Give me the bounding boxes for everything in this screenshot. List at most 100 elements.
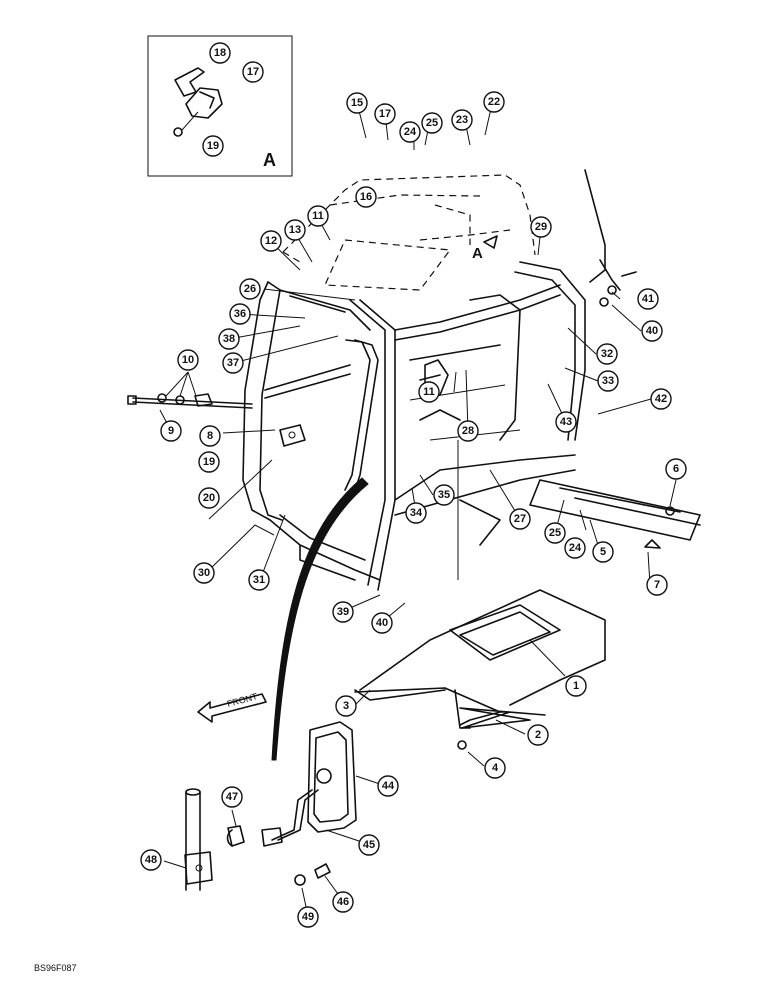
svg-text:38: 38 bbox=[223, 333, 235, 345]
floor-plate bbox=[354, 589, 606, 750]
callout-2: 2 bbox=[527, 724, 549, 746]
callout-43: 43 bbox=[555, 411, 577, 433]
callout-12: 12 bbox=[260, 230, 282, 252]
callout-29: 29 bbox=[530, 216, 552, 238]
callout-4: 4 bbox=[484, 757, 506, 779]
windshield-seal bbox=[271, 477, 369, 761]
callout-16: 17 bbox=[374, 103, 396, 125]
svg-text:17: 17 bbox=[379, 108, 391, 120]
svg-text:24: 24 bbox=[404, 126, 417, 138]
svg-text:24: 24 bbox=[569, 542, 582, 554]
callout-10: 10 bbox=[177, 349, 199, 371]
svg-text:49: 49 bbox=[302, 911, 314, 923]
callout-40-top: 40 bbox=[641, 320, 663, 342]
drawing-code: BS96F087 bbox=[34, 963, 77, 973]
callout-21: 19 bbox=[202, 135, 224, 157]
callout-36: 36 bbox=[229, 303, 251, 325]
callout-27: 27 bbox=[509, 508, 531, 530]
callout-26: 26 bbox=[239, 278, 261, 300]
callout-35: 35 bbox=[433, 484, 455, 506]
svg-text:23: 23 bbox=[456, 114, 468, 126]
svg-text:37: 37 bbox=[227, 357, 239, 369]
svg-text:36: 36 bbox=[234, 308, 246, 320]
callout-32: 32 bbox=[596, 343, 618, 365]
mirror-assembly bbox=[261, 721, 357, 886]
svg-text:10: 10 bbox=[182, 354, 194, 366]
svg-text:43: 43 bbox=[560, 416, 572, 428]
callout-33: 33 bbox=[597, 370, 619, 392]
callout-45: 45 bbox=[358, 834, 380, 856]
callout-41: 41 bbox=[637, 288, 659, 310]
svg-text:41: 41 bbox=[642, 293, 654, 305]
door-latch bbox=[279, 424, 306, 447]
view-a-marker: A bbox=[472, 245, 483, 262]
callout-28: 28 bbox=[457, 420, 479, 442]
svg-text:26: 26 bbox=[244, 283, 256, 295]
svg-text:31: 31 bbox=[253, 574, 265, 586]
svg-text:27: 27 bbox=[514, 513, 526, 525]
svg-text:13: 13 bbox=[289, 224, 301, 236]
svg-text:19: 19 bbox=[203, 456, 215, 468]
callout-20: 18 bbox=[209, 42, 231, 64]
svg-text:9: 9 bbox=[168, 425, 174, 437]
svg-text:18: 18 bbox=[214, 47, 226, 59]
svg-text:30: 30 bbox=[198, 567, 210, 579]
svg-text:28: 28 bbox=[462, 425, 474, 437]
callout-40-bottom: 40 bbox=[371, 612, 393, 634]
callout-9: 9 bbox=[160, 420, 182, 442]
callout-6: 6 bbox=[665, 458, 687, 480]
svg-text:5: 5 bbox=[600, 546, 606, 558]
callout-24-bottom: 24 bbox=[564, 537, 586, 559]
svg-text:8: 8 bbox=[207, 430, 213, 442]
svg-text:29: 29 bbox=[535, 221, 547, 233]
svg-text:17: 17 bbox=[247, 66, 259, 78]
callout-1: 1 bbox=[565, 675, 587, 697]
svg-text:11: 11 bbox=[423, 386, 435, 398]
callout-bubbles: 18 17 19 15 17 24 25 23 22 16 11 13 12 2… bbox=[140, 42, 687, 928]
callout-42: 42 bbox=[650, 388, 672, 410]
svg-text:22: 22 bbox=[488, 96, 500, 108]
view-a-label: A bbox=[263, 150, 276, 170]
callout-39: 39 bbox=[332, 601, 354, 623]
callout-18: 20 bbox=[198, 487, 220, 509]
svg-text:3: 3 bbox=[343, 700, 349, 712]
svg-text:20: 20 bbox=[203, 492, 215, 504]
view-a-arrow: A bbox=[472, 235, 498, 262]
callout-44: 44 bbox=[377, 775, 399, 797]
callout-24-top: 24 bbox=[399, 121, 421, 143]
svg-text:16: 16 bbox=[360, 191, 372, 203]
callout-13: 13 bbox=[284, 219, 306, 241]
callout-49: 49 bbox=[297, 906, 319, 928]
callout-46: 46 bbox=[332, 891, 354, 913]
svg-text:2: 2 bbox=[535, 729, 541, 741]
callout-25-bottom: 25 bbox=[544, 522, 566, 544]
handle-rod bbox=[127, 393, 253, 409]
svg-text:25: 25 bbox=[426, 117, 438, 129]
svg-text:33: 33 bbox=[602, 375, 614, 387]
callout-25-top: 25 bbox=[421, 112, 443, 134]
callout-22: 22 bbox=[483, 91, 505, 113]
svg-text:15: 15 bbox=[351, 97, 363, 109]
svg-text:47: 47 bbox=[226, 791, 238, 803]
svg-text:39: 39 bbox=[337, 606, 349, 618]
callout-11-top: 11 bbox=[307, 205, 329, 227]
svg-text:4: 4 bbox=[492, 762, 499, 774]
callout-5: 5 bbox=[592, 541, 614, 563]
callout-38: 38 bbox=[218, 328, 240, 350]
svg-text:19: 19 bbox=[207, 140, 219, 152]
svg-text:46: 46 bbox=[337, 896, 349, 908]
front-arrow-label: FRONT bbox=[226, 691, 259, 709]
callout-47: 47 bbox=[221, 786, 243, 808]
callout-37: 37 bbox=[222, 352, 244, 374]
svg-text:11: 11 bbox=[312, 210, 324, 222]
svg-text:45: 45 bbox=[363, 839, 375, 851]
mirror-post bbox=[184, 788, 245, 891]
step-plate bbox=[529, 479, 701, 549]
callout-19: 17 bbox=[242, 61, 264, 83]
callout-3: 3 bbox=[335, 695, 357, 717]
callout-8: 8 bbox=[199, 425, 221, 447]
callout-34: 34 bbox=[405, 502, 427, 524]
callout-11-mid: 11 bbox=[418, 381, 440, 403]
svg-text:32: 32 bbox=[601, 348, 613, 360]
